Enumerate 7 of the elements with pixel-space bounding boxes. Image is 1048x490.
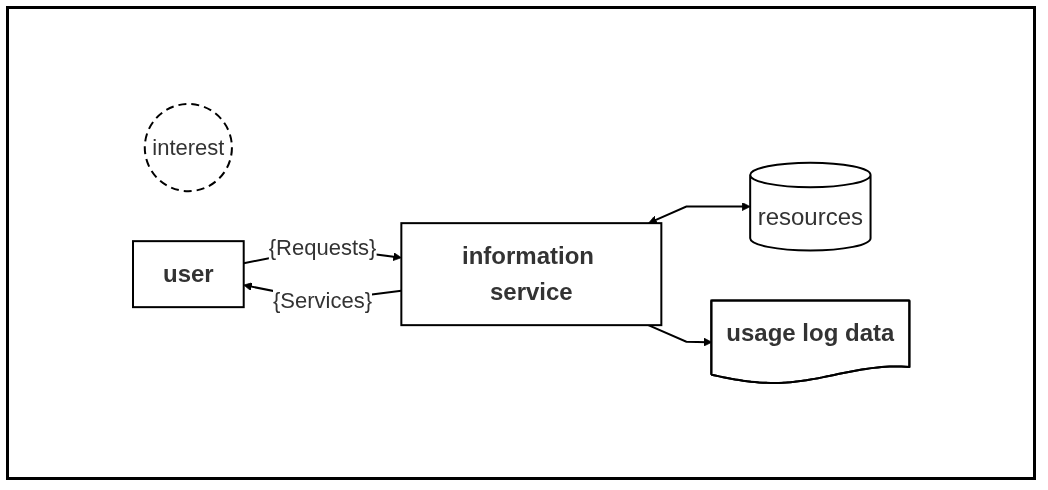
- edge-label: {Requests}: [268, 234, 377, 260]
- arrow: [648, 201, 751, 224]
- arrow: [647, 323, 713, 346]
- edge-label: {Services}: [272, 287, 372, 313]
- node-box: user: [131, 239, 245, 308]
- node-circle: interest: [143, 102, 233, 192]
- node-box: information service: [400, 221, 663, 326]
